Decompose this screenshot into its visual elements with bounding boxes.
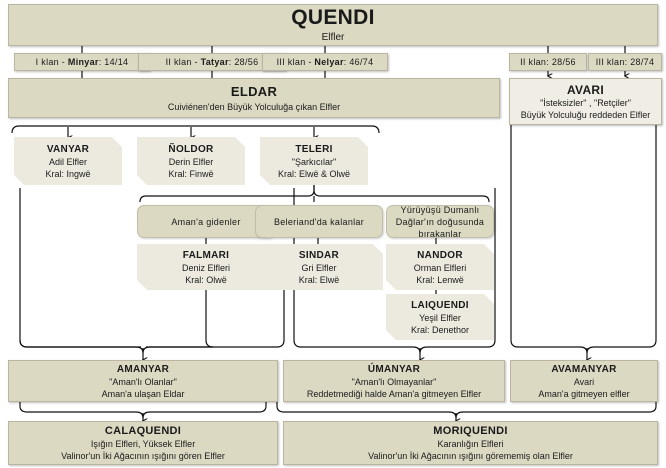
brace-amanyar: [19, 339, 285, 354]
node-laiquendi-line2: Kral: Denethor: [410, 324, 470, 335]
node-nandor-line1: Orman Elfleri: [413, 262, 467, 273]
chip-avari-clan-2-label: II klan: 28/56: [520, 56, 576, 67]
node-nandor-title: NANDOR: [417, 249, 463, 261]
node-noldor-line2: Kral: Finwë: [168, 168, 214, 179]
node-split-beleriand-label: Beleriand'da kalanlar: [273, 216, 365, 227]
node-falmari: FALMARI Deniz Elfleri Kral: Olwë: [137, 244, 275, 290]
chip-avari-clan-2: II klan: 28/56: [509, 53, 587, 71]
node-split-aman-label: Aman'a gidenler: [171, 216, 241, 227]
node-noldor: ÑOLDOR Derin Elfler Kral: Finwë: [137, 137, 245, 185]
node-noldor-line1: Derin Elfler: [168, 156, 214, 167]
node-umanyar-title: ÚMANYAR: [367, 363, 421, 375]
node-sindar-title: SINDAR: [298, 249, 340, 261]
node-calaquendi-title: CALAQUENDI: [104, 425, 182, 437]
node-nandor-line2: Kral: Lenwë: [416, 274, 464, 285]
node-teleri: TELERI "Şarkıcılar" Kral: Elwë & Olwë: [260, 137, 368, 185]
chip-clan-3-label: III klan - Nelyar: 46/74: [276, 56, 374, 67]
node-avamanyar-line2: Aman'a gitmeyen elfler: [538, 388, 630, 399]
node-moriquendi-line1: Karanlığın Elfleri: [437, 439, 504, 449]
chip-clan-1-label: I klan - Minyar: 14/14: [35, 56, 129, 67]
node-laiquendi: LAIQUENDI Yeşil Elfler Kral: Denethor: [386, 294, 494, 340]
chip-clan-3: III klan - Nelyar: 46/74: [262, 53, 388, 71]
node-avamanyar-title: AVAMANYAR: [551, 363, 617, 375]
node-amanyar-title: AMANYAR: [116, 363, 170, 375]
node-teleri-title: TELERI: [295, 143, 333, 155]
node-falmari-title: FALMARI: [182, 249, 230, 261]
node-moriquendi: MORIQUENDI Karanlığın Elfleri Valinor'un…: [283, 421, 658, 465]
node-sindar-line2: Kral: Elwë: [298, 274, 340, 285]
node-sindar: SINDAR Gri Elfler Kral: Elwë: [255, 244, 383, 290]
node-falmari-line2: Kral: Olwë: [185, 274, 227, 285]
node-split-beleriand: Beleriand'da kalanlar: [255, 205, 383, 238]
brace-moriquendi: [276, 400, 657, 419]
node-avari-line1: "İsteksizler" , "Retçiler": [540, 97, 631, 108]
node-eldar: ELDAR Cuiviénen'den Büyük Yolculuğa çıka…: [8, 78, 500, 118]
node-teleri-line2: Kral: Elwë & Olwë: [277, 168, 351, 179]
chip-avari-clan-3-label: III klan: 28/74: [595, 56, 655, 67]
node-vanyar: VANYAR Adil Elfler Kral: Ingwë: [14, 137, 122, 185]
node-split-aman: Aman'a gidenler: [137, 205, 275, 238]
node-umanyar: ÚMANYAR "Aman'lı Olmayanlar" Reddetmediğ…: [283, 360, 505, 402]
brace-teleri-left: [139, 184, 315, 203]
node-calaquendi-line2: Valinor'un İki Ağacının ışığını gören El…: [61, 451, 225, 461]
bracket-vanyar-amanyar: [19, 188, 141, 348]
brace-teleri-right: [313, 184, 490, 203]
node-vanyar-line1: Adil Elfler: [48, 156, 87, 167]
chip-clan-2-label: II klan - Tatyar: 28/56: [165, 56, 259, 67]
node-avamanyar-line1: Avari: [573, 376, 595, 387]
node-eldar-title: ELDAR: [230, 83, 278, 99]
node-calaquendi: CALAQUENDI Işığın Elfleri, Yüksek Elfler…: [8, 421, 278, 465]
node-laiquendi-line1: Yeşil Elfler: [419, 312, 461, 323]
node-amanyar-line1: "Aman'lı Olanlar": [109, 376, 177, 387]
node-avari-title: AVARI: [566, 82, 605, 97]
node-sindar-line1: Gri Elfler: [301, 262, 337, 273]
brace-avamanyar: [510, 122, 657, 354]
node-amanyar-line2: Aman'a ulaşan Eldar: [101, 388, 185, 399]
node-eldar-subtitle: Cuiviénen'den Büyük Yolculuğa çıkan Elfl…: [167, 101, 341, 112]
chip-clan-2: II klan - Tatyar: 28/56: [138, 53, 286, 71]
node-split-misty-label: Yürüyüşü Dumanlı Dağlar'ın doğusunda bır…: [395, 204, 485, 239]
node-quendi-title: QUENDI: [291, 6, 375, 29]
node-amanyar: AMANYAR "Aman'lı Olanlar" Aman'a ulaşan …: [8, 360, 278, 402]
node-quendi-subtitle: Elfler: [321, 32, 345, 43]
node-avari-line2: Büyük Yolculuğu reddeden Elfler: [520, 109, 651, 120]
node-calaquendi-line1: Işığın Elfleri, Yüksek Elfler: [90, 439, 196, 449]
bracket-falmari-amanyar: [146, 290, 214, 348]
node-laiquendi-title: LAIQUENDI: [411, 299, 469, 311]
node-avamanyar: AVAMANYAR Avari Aman'a gitmeyen elfler: [510, 360, 658, 402]
brace-calaquendi: [19, 400, 267, 419]
node-falmari-line1: Deniz Elfleri: [181, 262, 230, 273]
node-avari: AVARI "İsteksizler" , "Retçiler" Büyük Y…: [509, 78, 662, 125]
node-vanyar-line2: Kral: Ingwë: [45, 168, 91, 179]
chip-clan-1: I klan - Minyar: 14/14: [14, 53, 150, 71]
node-moriquendi-line2: Valinor'un İki Ağacının ışığını görememi…: [368, 451, 573, 461]
node-nandor: NANDOR Orman Elfleri Kral: Lenwë: [386, 244, 494, 290]
node-noldor-title: ÑOLDOR: [168, 143, 214, 155]
node-split-misty: Yürüyüşü Dumanlı Dağlar'ın doğusunda bır…: [386, 204, 494, 239]
node-umanyar-line1: "Aman'lı Olmayanlar": [351, 376, 437, 387]
node-quendi: QUENDI Elfler: [8, 4, 658, 46]
node-moriquendi-title: MORIQUENDI: [433, 425, 508, 437]
node-vanyar-title: VANYAR: [46, 143, 90, 155]
node-teleri-line1: "Şarkıcılar": [291, 156, 337, 167]
brace-eldar-kindreds: [11, 125, 380, 134]
node-umanyar-line2: Reddetmediği halde Aman'a gitmeyen Elfle…: [306, 388, 482, 399]
chip-avari-clan-3: III klan: 28/74: [588, 53, 662, 71]
